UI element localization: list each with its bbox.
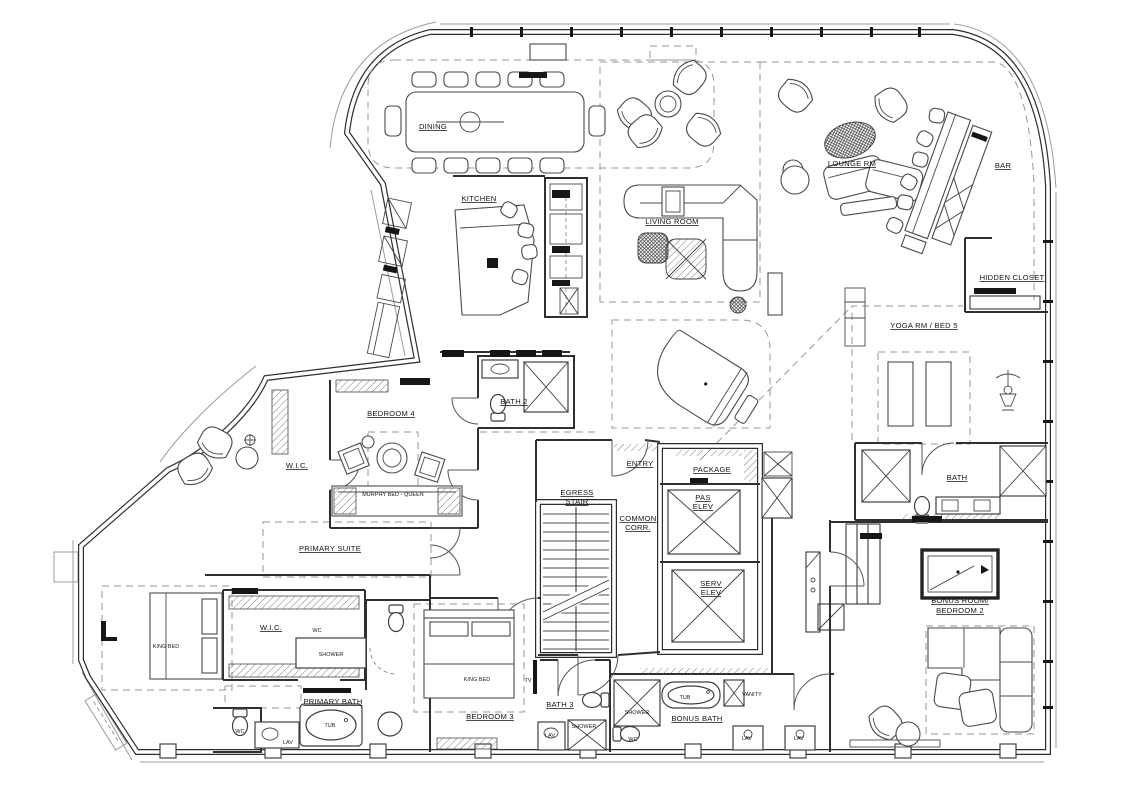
label-bedroom-4: BEDROOM 4: [367, 409, 415, 418]
sitting-bay-set: [173, 422, 259, 491]
mullion-tick: [570, 27, 573, 37]
lounge-rm-set: [773, 73, 924, 216]
mullion-tick: [684, 743, 702, 759]
exercise-equipment-icon: [995, 370, 1021, 411]
label-king-bed-3: KING BED: [464, 677, 491, 683]
label-yoga-rm: YOGA RM / BED 5: [890, 321, 957, 330]
label-egress-2: STAIR: [565, 497, 588, 506]
lounge-chair-cluster: [612, 55, 726, 154]
label-primary-suite: PRIMARY SUITE: [299, 544, 361, 553]
bath2-fixtures: [481, 359, 569, 422]
mullion-tick: [820, 27, 823, 37]
mullion-tick: [1043, 540, 1053, 543]
label-wic-upper: W.I.C.: [286, 461, 308, 470]
labels-layer: DINING KITCHEN LIVING ROOM LOUNGE RM BAR HIDD…: [153, 122, 1045, 746]
mullion-tick: [1043, 300, 1053, 303]
bath3-fixtures: [537, 691, 610, 751]
grand-piano: [657, 329, 759, 427]
label-bonus-1: BONUS ROOM/: [931, 596, 989, 605]
terrace-outline-lines: [53, 21, 1057, 763]
label-wc-primary: WC: [235, 729, 244, 735]
mullion-tick: [670, 27, 673, 37]
dining-set: [384, 43, 606, 174]
label-lounge-rm: LOUNGE RM: [828, 159, 876, 168]
label-wc-wic: WC: [312, 628, 321, 634]
yoga-bath-fixtures: [861, 445, 1047, 524]
mullion-tick: [918, 27, 921, 37]
label-serv-2: ELEV: [701, 588, 722, 597]
label-hidden-closet: HIDDEN CLOSET: [980, 273, 1045, 282]
label-egress-1: EGRESS: [560, 488, 593, 497]
label-kitchen: KITCHEN: [461, 194, 496, 203]
elevators: [667, 477, 793, 643]
doors: [329, 397, 955, 711]
mullion-tick: [1043, 420, 1053, 423]
mullion-tick: [620, 27, 623, 37]
label-bath-3: BATH 3: [546, 700, 574, 709]
label-shower-bonus: SHOWER: [625, 710, 650, 716]
egress-stair: [542, 507, 610, 651]
primary-bath-fixtures: [231, 604, 405, 749]
bonus-bath-fixtures: [612, 679, 816, 751]
label-bath-5: BATH: [947, 473, 968, 482]
mullion-tick: [1043, 600, 1053, 603]
label-tub-bonus: TUB: [679, 695, 690, 701]
label-bedroom-3: BEDROOM 3: [466, 712, 514, 721]
mullion-tick: [470, 27, 473, 37]
label-wc-bonus: WC: [628, 737, 637, 743]
mullion-tick: [1043, 360, 1053, 363]
label-lav-bath3: LAV: [545, 733, 555, 739]
mullion-tick: [1043, 706, 1053, 709]
label-serv-1: SERV: [700, 579, 722, 588]
living-room-sofa: [623, 159, 804, 316]
label-shower-bath3: SHOWER: [572, 724, 597, 730]
label-package: PACKAGE: [693, 465, 731, 474]
bedroom3-set: [423, 609, 537, 750]
mullion-tick: [720, 27, 723, 37]
interior-walls: [205, 175, 1048, 753]
label-pas-1: PAS: [695, 493, 710, 502]
label-lav-bonus-1: LAV: [742, 736, 752, 742]
bedroom4-set: [271, 378, 463, 517]
bonus-room-set: [849, 548, 1033, 748]
label-tub-primary: TUB: [324, 723, 335, 729]
dashed-zone-lines: [101, 45, 1035, 735]
label-pas-2: ELEV: [693, 502, 714, 511]
label-entry: ENTRY: [627, 459, 654, 468]
label-wic-primary: W.I.C.: [260, 623, 282, 632]
mullion-tick: [369, 743, 387, 759]
mullion-tick: [870, 27, 873, 37]
entry-package-details: [690, 451, 793, 483]
label-bonus-bath: BONUS BATH: [671, 714, 722, 723]
label-dining: DINING: [419, 122, 447, 131]
bar-set: [884, 107, 993, 255]
label-corr-1: COMMON: [620, 514, 657, 523]
label-vanity-bonus: VANITY: [742, 692, 762, 698]
label-lav-primary: LAV: [283, 740, 293, 746]
mullion-tick: [770, 27, 773, 37]
label-king-bed-primary: KING BED: [153, 644, 180, 650]
exterior-walls: [78, 29, 1051, 755]
label-bath-2: BATH 2: [500, 397, 528, 406]
yoga-set: [844, 287, 1021, 427]
mullion-tick: [159, 743, 177, 759]
label-shower-primary: SHOWER: [319, 652, 344, 658]
mullion-tick: [520, 27, 523, 37]
label-lav-bonus-2: LAV: [794, 736, 804, 742]
mullion-tick: [1043, 660, 1053, 663]
label-murphy-bed: MURPHY BED - QUEEN: [362, 492, 424, 498]
label-primary-bath: PRIMARY BATH: [303, 697, 362, 706]
label-corr-2: CORR.: [625, 523, 651, 532]
label-living-room: LIVING ROOM: [645, 217, 698, 226]
mullion-tick: [1043, 240, 1053, 243]
label-bonus-2: BEDROOM 2: [936, 606, 984, 615]
mullion-tick: [999, 743, 1017, 759]
label-tv-bedroom3: TV: [524, 678, 531, 684]
primary-bed-set: [101, 592, 223, 680]
mullion-tick: [1043, 480, 1053, 483]
kitchen-set: [366, 183, 583, 359]
label-bar: BAR: [995, 161, 1012, 170]
